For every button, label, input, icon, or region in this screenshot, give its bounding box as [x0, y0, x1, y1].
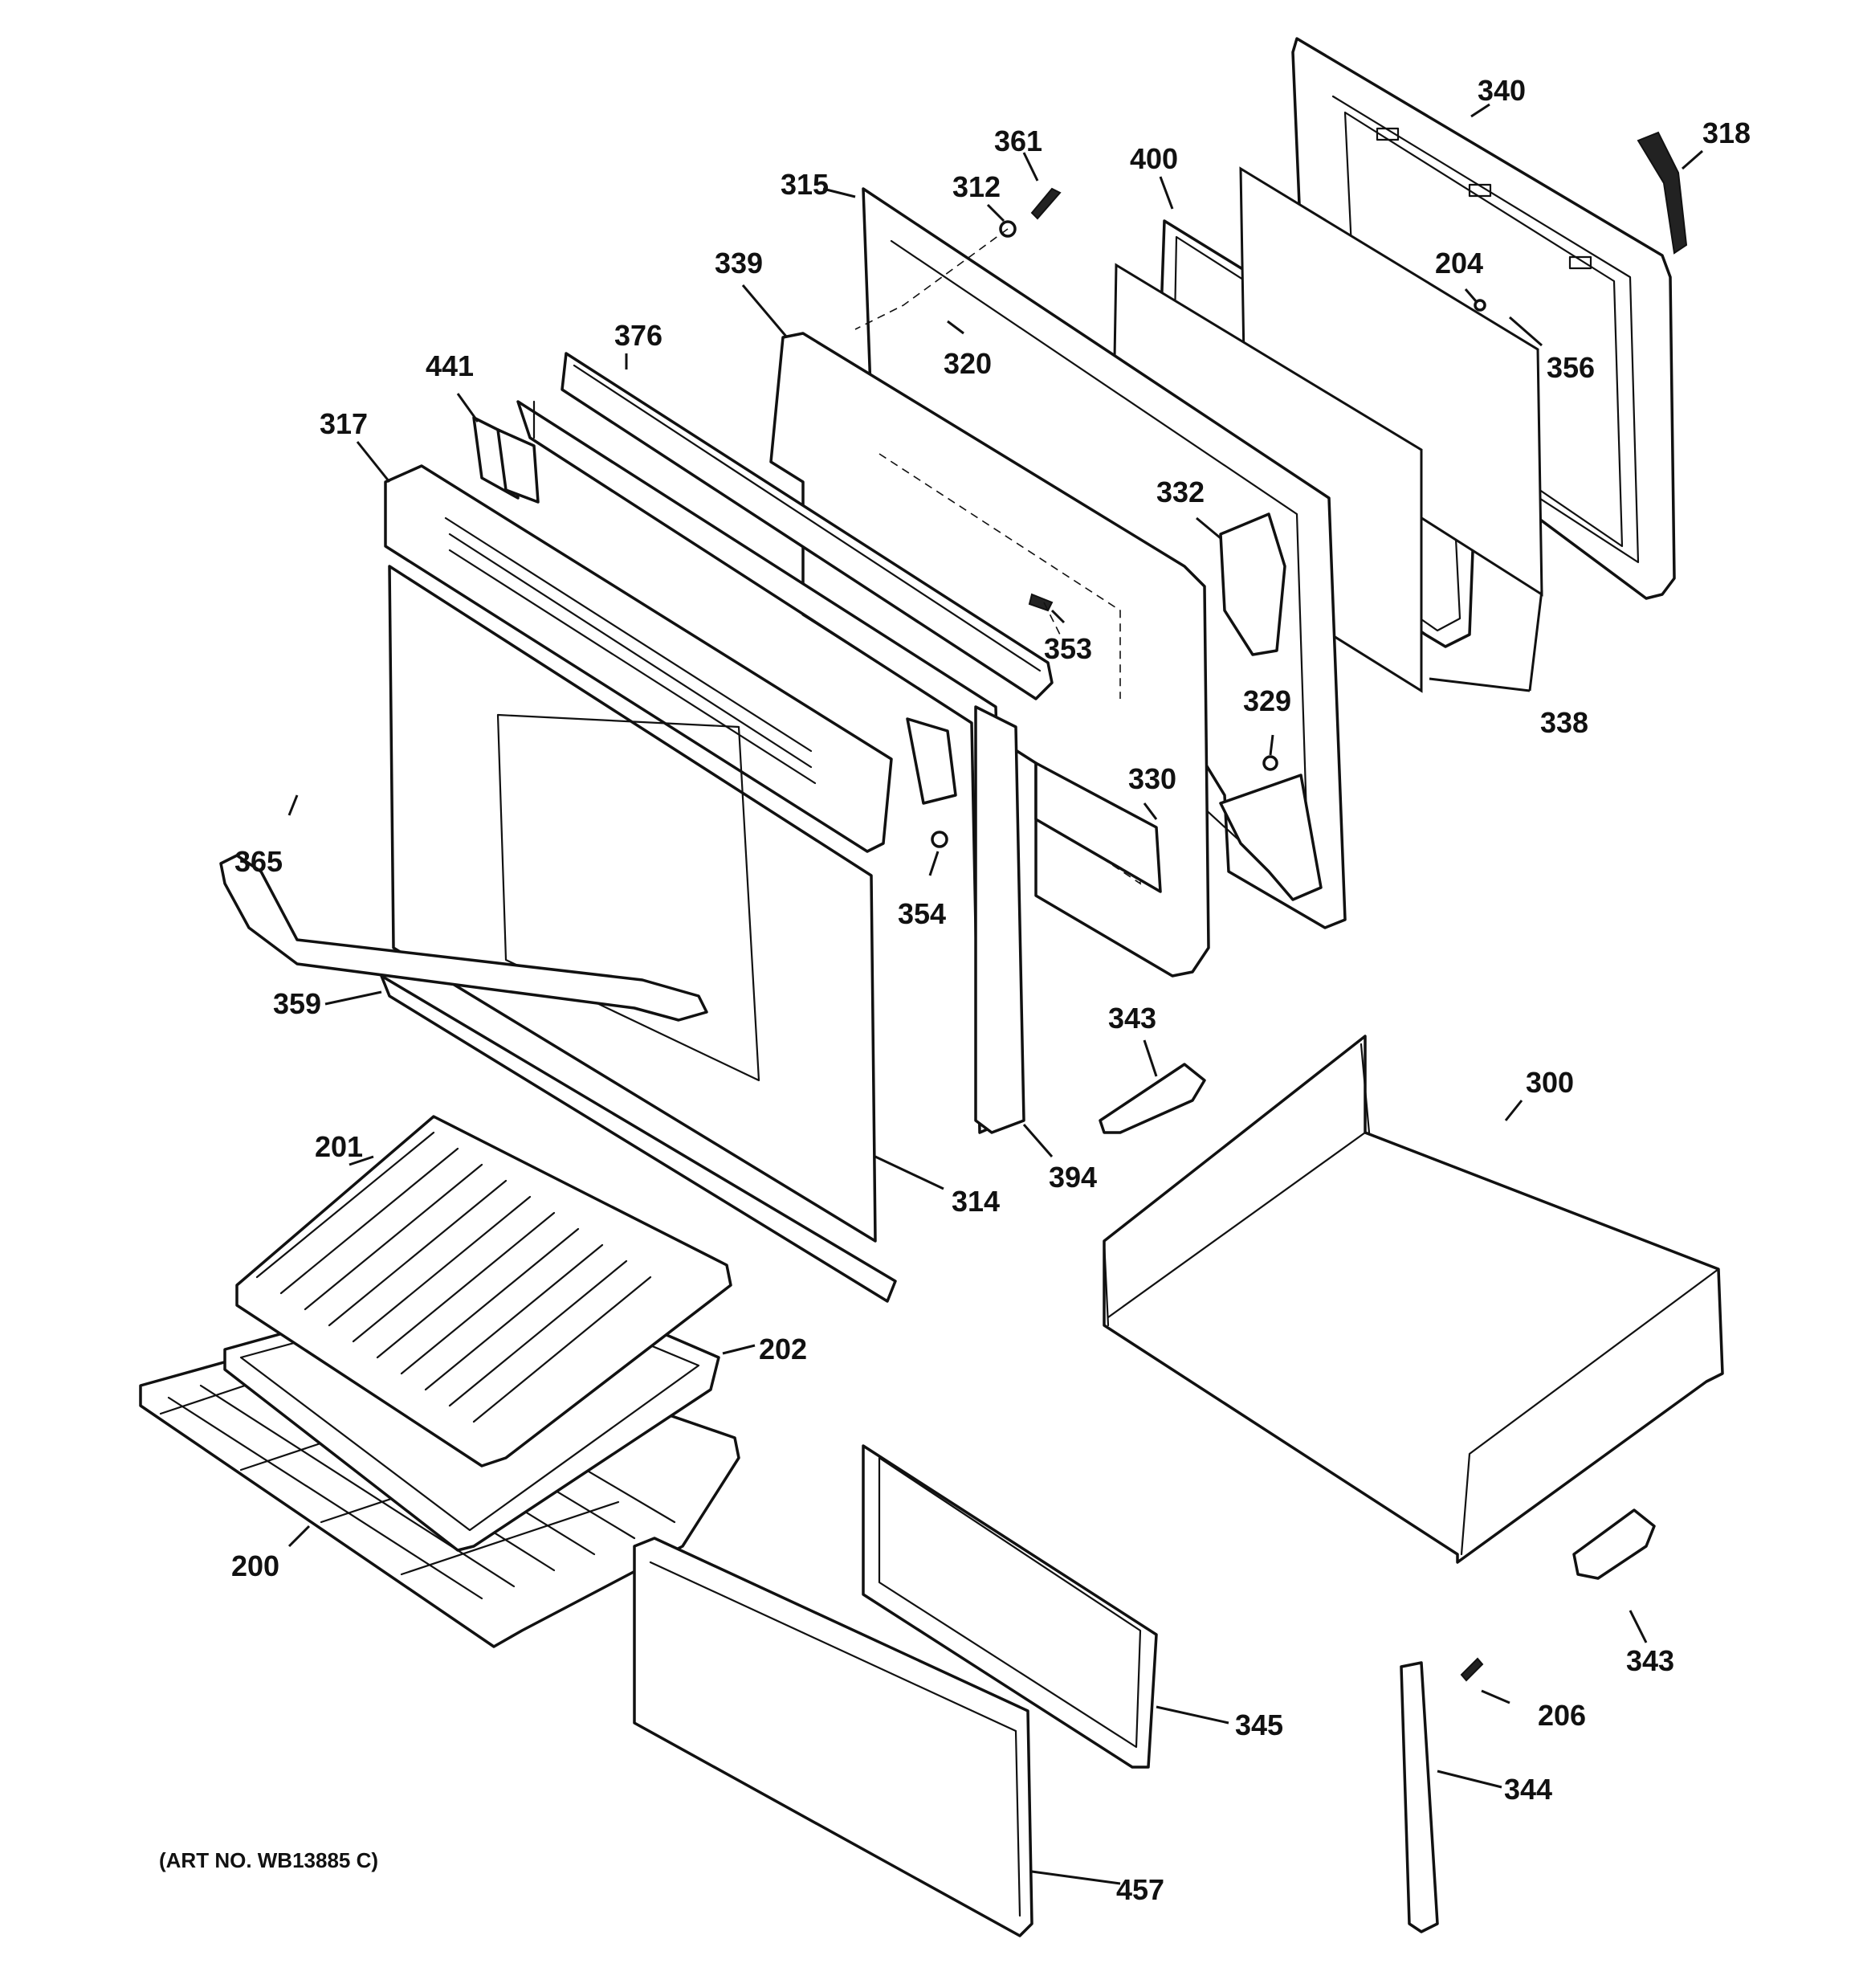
callout-339: 339	[715, 247, 763, 280]
part-394-side-trim	[974, 705, 1025, 1134]
part-345-drawer-insert	[862, 1444, 1158, 1769]
part-318-gasket	[1637, 131, 1688, 255]
callout-361: 361	[994, 125, 1042, 157]
art-number: (ART NO. WB13885 C)	[159, 1848, 378, 1872]
callout-457: 457	[1116, 1873, 1164, 1906]
callout-300: 300	[1526, 1066, 1574, 1099]
callout-201: 201	[315, 1130, 363, 1163]
callout-315: 315	[781, 168, 829, 201]
callout-365: 365	[234, 845, 283, 878]
callout-345: 345	[1235, 1708, 1283, 1741]
hinge-bracket	[906, 717, 957, 805]
callout-329: 329	[1243, 684, 1291, 717]
part-441-inner-panel	[516, 400, 1009, 1134]
callout-314: 314	[952, 1185, 1000, 1218]
callout-400: 400	[1130, 142, 1178, 175]
callout-441: 441	[426, 349, 474, 382]
callout-338: 338	[1540, 706, 1588, 739]
callout-labels: 340 318 361 312 315 400 204 339 376 320 …	[231, 74, 1751, 1906]
callout-344: 344	[1504, 1773, 1552, 1806]
hinge-bracket	[496, 428, 540, 504]
alignment-line	[854, 228, 1009, 330]
callout-332: 332	[1156, 476, 1205, 508]
part-300-drawer-body	[1103, 1035, 1724, 1564]
part-376-top-channel	[561, 352, 1054, 700]
part-332-bracket	[1219, 512, 1286, 656]
part-201-broiler-grid	[235, 1115, 732, 1468]
alignment-line	[1043, 602, 1061, 635]
callout-206: 206	[1538, 1699, 1586, 1732]
callout-318: 318	[1702, 116, 1751, 149]
callout-394: 394	[1049, 1161, 1097, 1194]
callout-202: 202	[759, 1333, 807, 1365]
part-344-slide-rail	[1400, 1661, 1439, 1933]
part-329-hinge-bracket	[1219, 774, 1323, 901]
callout-354: 354	[898, 897, 946, 930]
callout-356: 356	[1547, 351, 1595, 384]
part-343-glide-left	[1099, 1063, 1206, 1134]
part-457-drawer-front	[633, 1537, 1033, 1937]
callout-353: 353	[1044, 632, 1092, 665]
part-365-handle	[219, 854, 708, 1022]
callout-200: 200	[231, 1549, 279, 1582]
fasteners	[931, 187, 1486, 1682]
callout-204: 204	[1435, 247, 1483, 280]
part-359-bottom-trim	[380, 974, 897, 1303]
leader-lines	[287, 103, 1703, 1885]
part-330-heat-shield	[1034, 761, 1162, 893]
callout-340: 340	[1478, 74, 1526, 107]
part-317-vent-panel	[384, 464, 893, 853]
callout-312: 312	[952, 170, 1001, 203]
callout-359: 359	[273, 987, 321, 1020]
callout-320: 320	[944, 347, 992, 380]
callout-376: 376	[614, 319, 662, 352]
callout-330: 330	[1128, 762, 1176, 795]
callout-343-bottom: 343	[1626, 1644, 1674, 1677]
part-343-glide-right	[1572, 1508, 1656, 1580]
callout-343-top: 343	[1108, 1002, 1156, 1035]
callout-317: 317	[320, 407, 368, 440]
part-314-outer-door	[388, 565, 877, 1243]
